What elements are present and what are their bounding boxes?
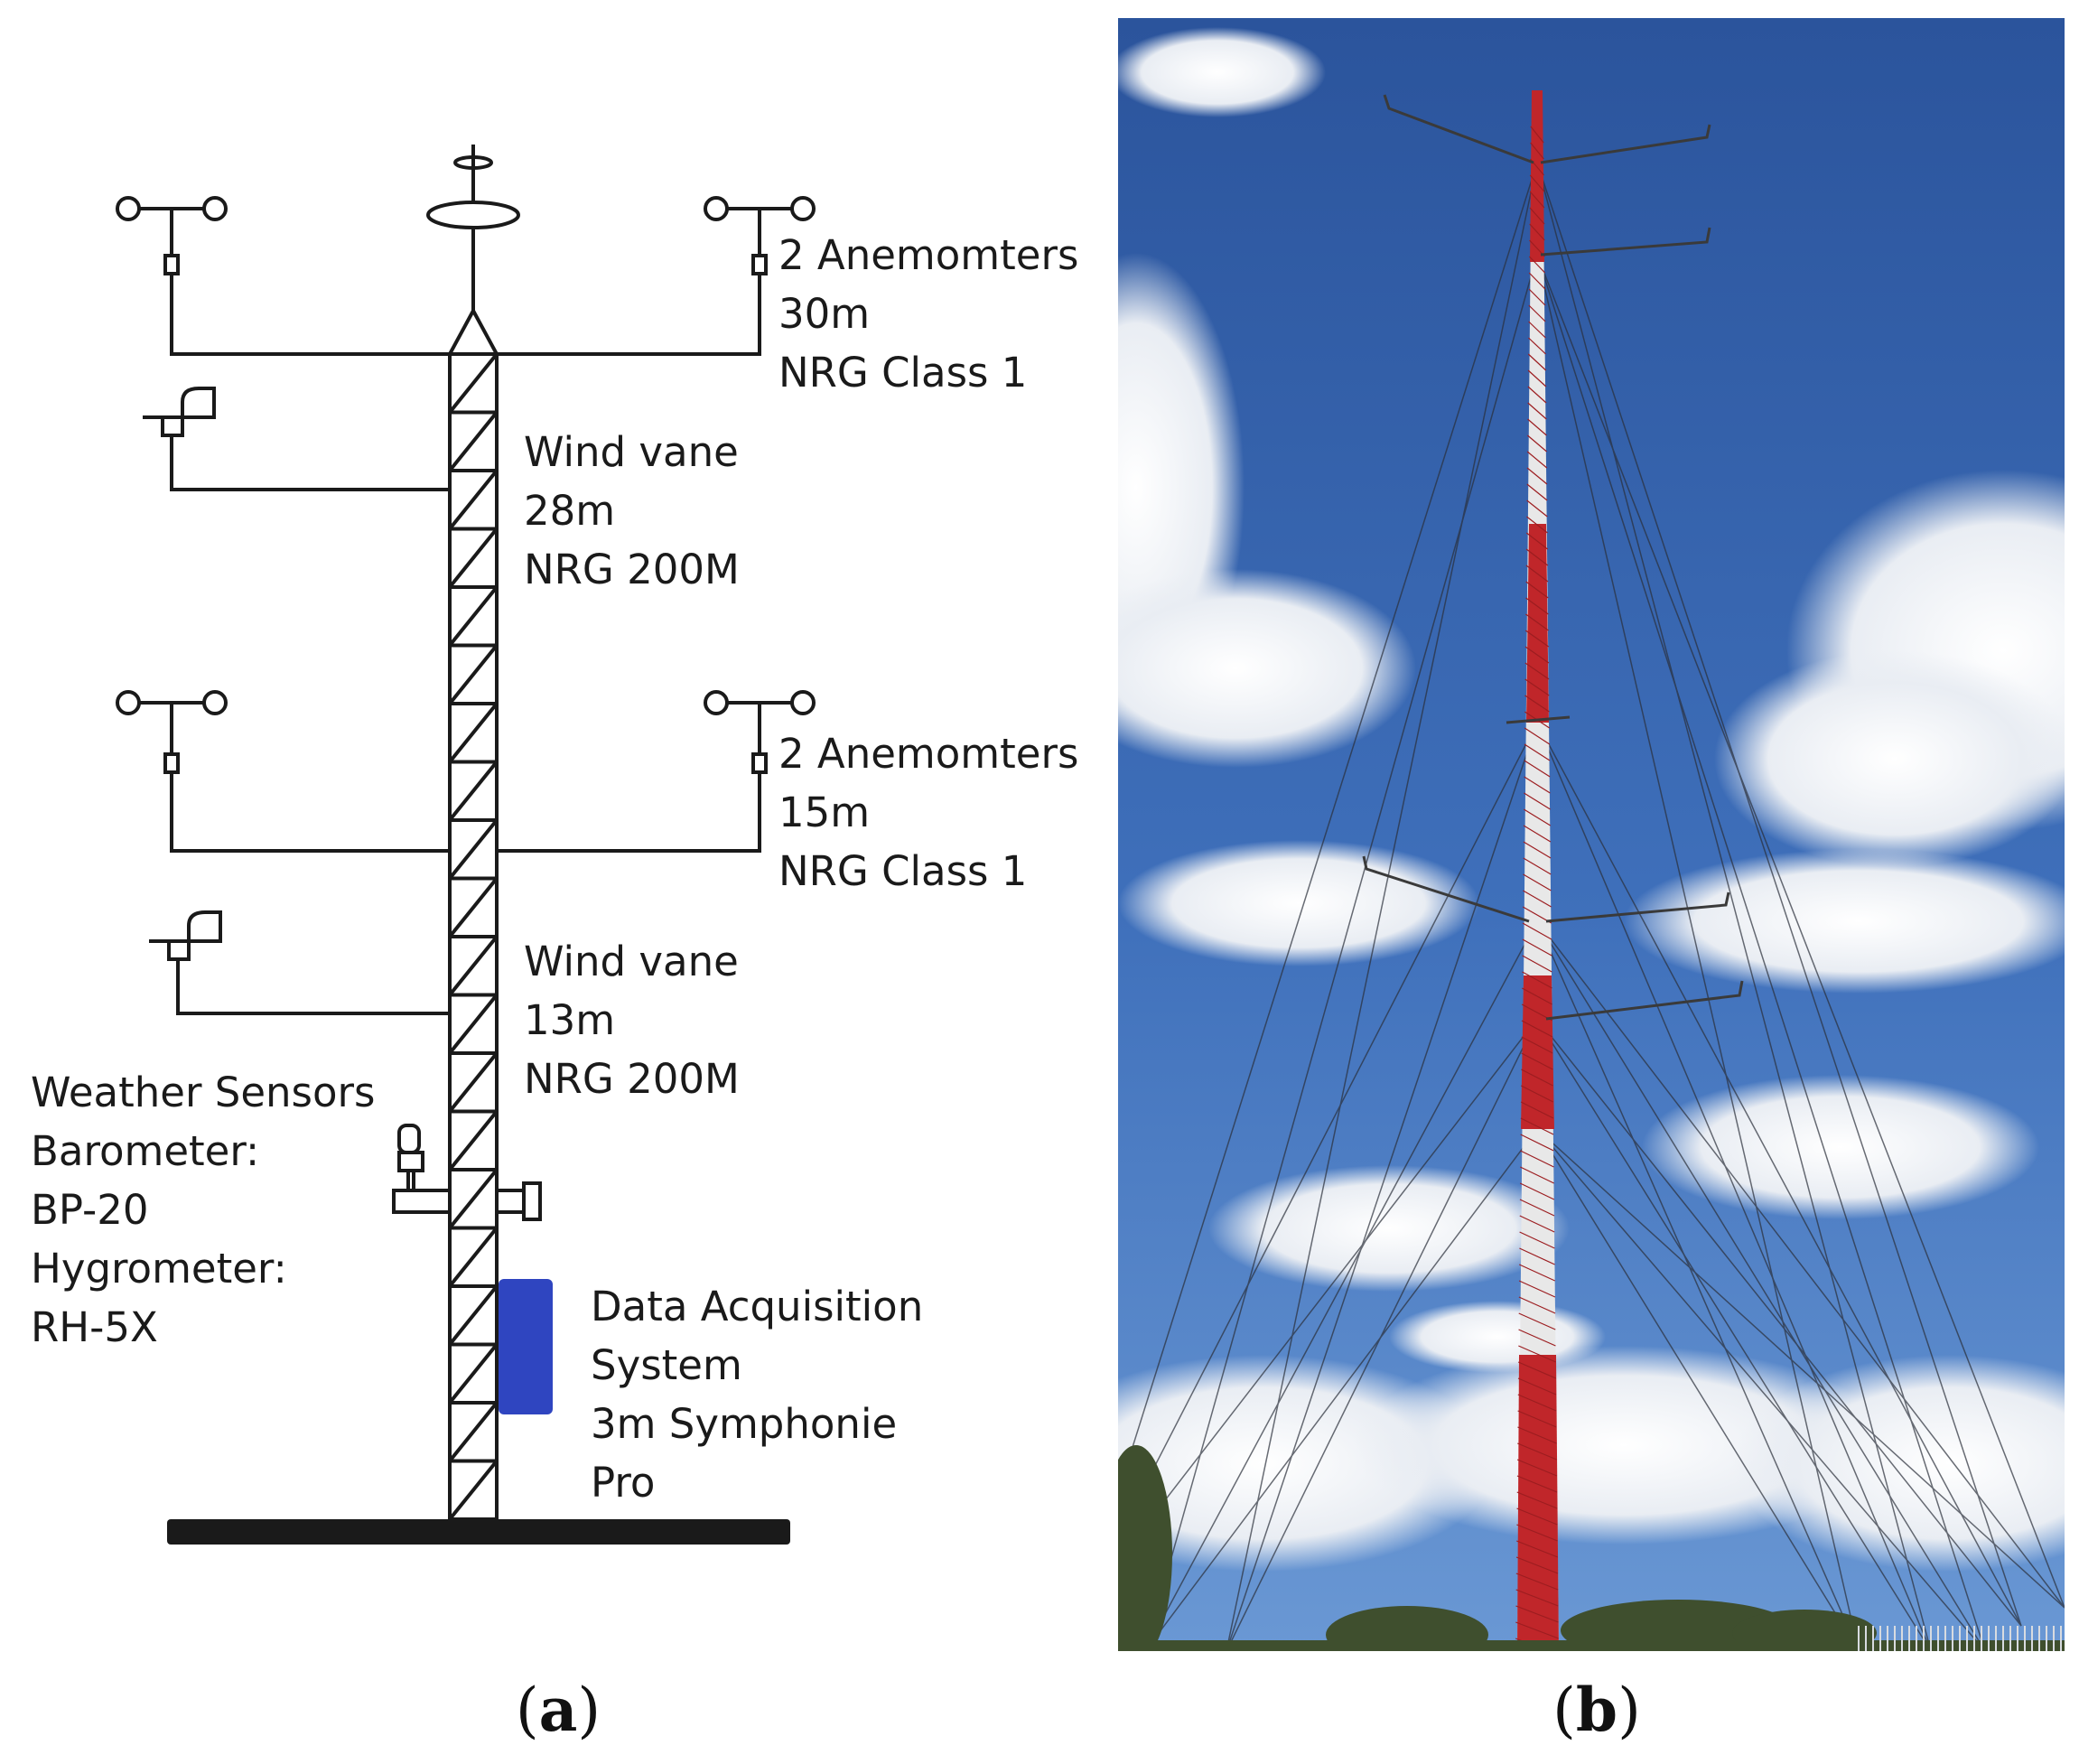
weather-sensors [392,1124,542,1221]
anemometer-30m-left [116,196,450,356]
wind-vane-28m [143,387,450,491]
top-beacon [426,201,520,229]
mast-lattice-bracing [448,352,499,1521]
anemometer-30m-right [497,196,816,356]
trees [1118,1445,2065,1651]
anemometer-15m-right [497,690,816,853]
instrument-booms [1362,94,1744,1021]
ground-base [167,1519,790,1545]
label-anemometers-15m: 2 Anemomters 15m NRG Class 1 [778,730,1092,895]
label-weather-sensors: Weather Sensors Barometer: BP-20 Hygrome… [31,1069,388,1351]
wind-vane-13m [149,910,450,1015]
caption-b: (b) [1552,1675,1641,1745]
caption-a: (a) [516,1675,601,1745]
mast-top-cone [446,306,500,356]
label-anemometers-30m: 2 Anemomters 30m NRG Class 1 [778,231,1092,397]
data-acquisition-box [499,1279,553,1414]
caption-b-wrapper: (b) [1552,1675,1641,1745]
label-data-acquisition: Data Acquisition System 3m Symphonie Pro [591,1283,937,1507]
label-wind-vane-28m: Wind vane 28m NRG 200M [524,428,751,593]
guy-wires [1118,162,2065,1651]
mast-schematic: 2 Anemomters 30m NRG Class 1 Wind vane 2… [31,145,1092,1745]
anemometer-15m-left [116,690,450,853]
label-wind-vane-13m: Wind vane 13m NRG 200M [524,938,751,1103]
fence [1858,1626,2062,1651]
met-mast-photo [1118,18,2065,1651]
